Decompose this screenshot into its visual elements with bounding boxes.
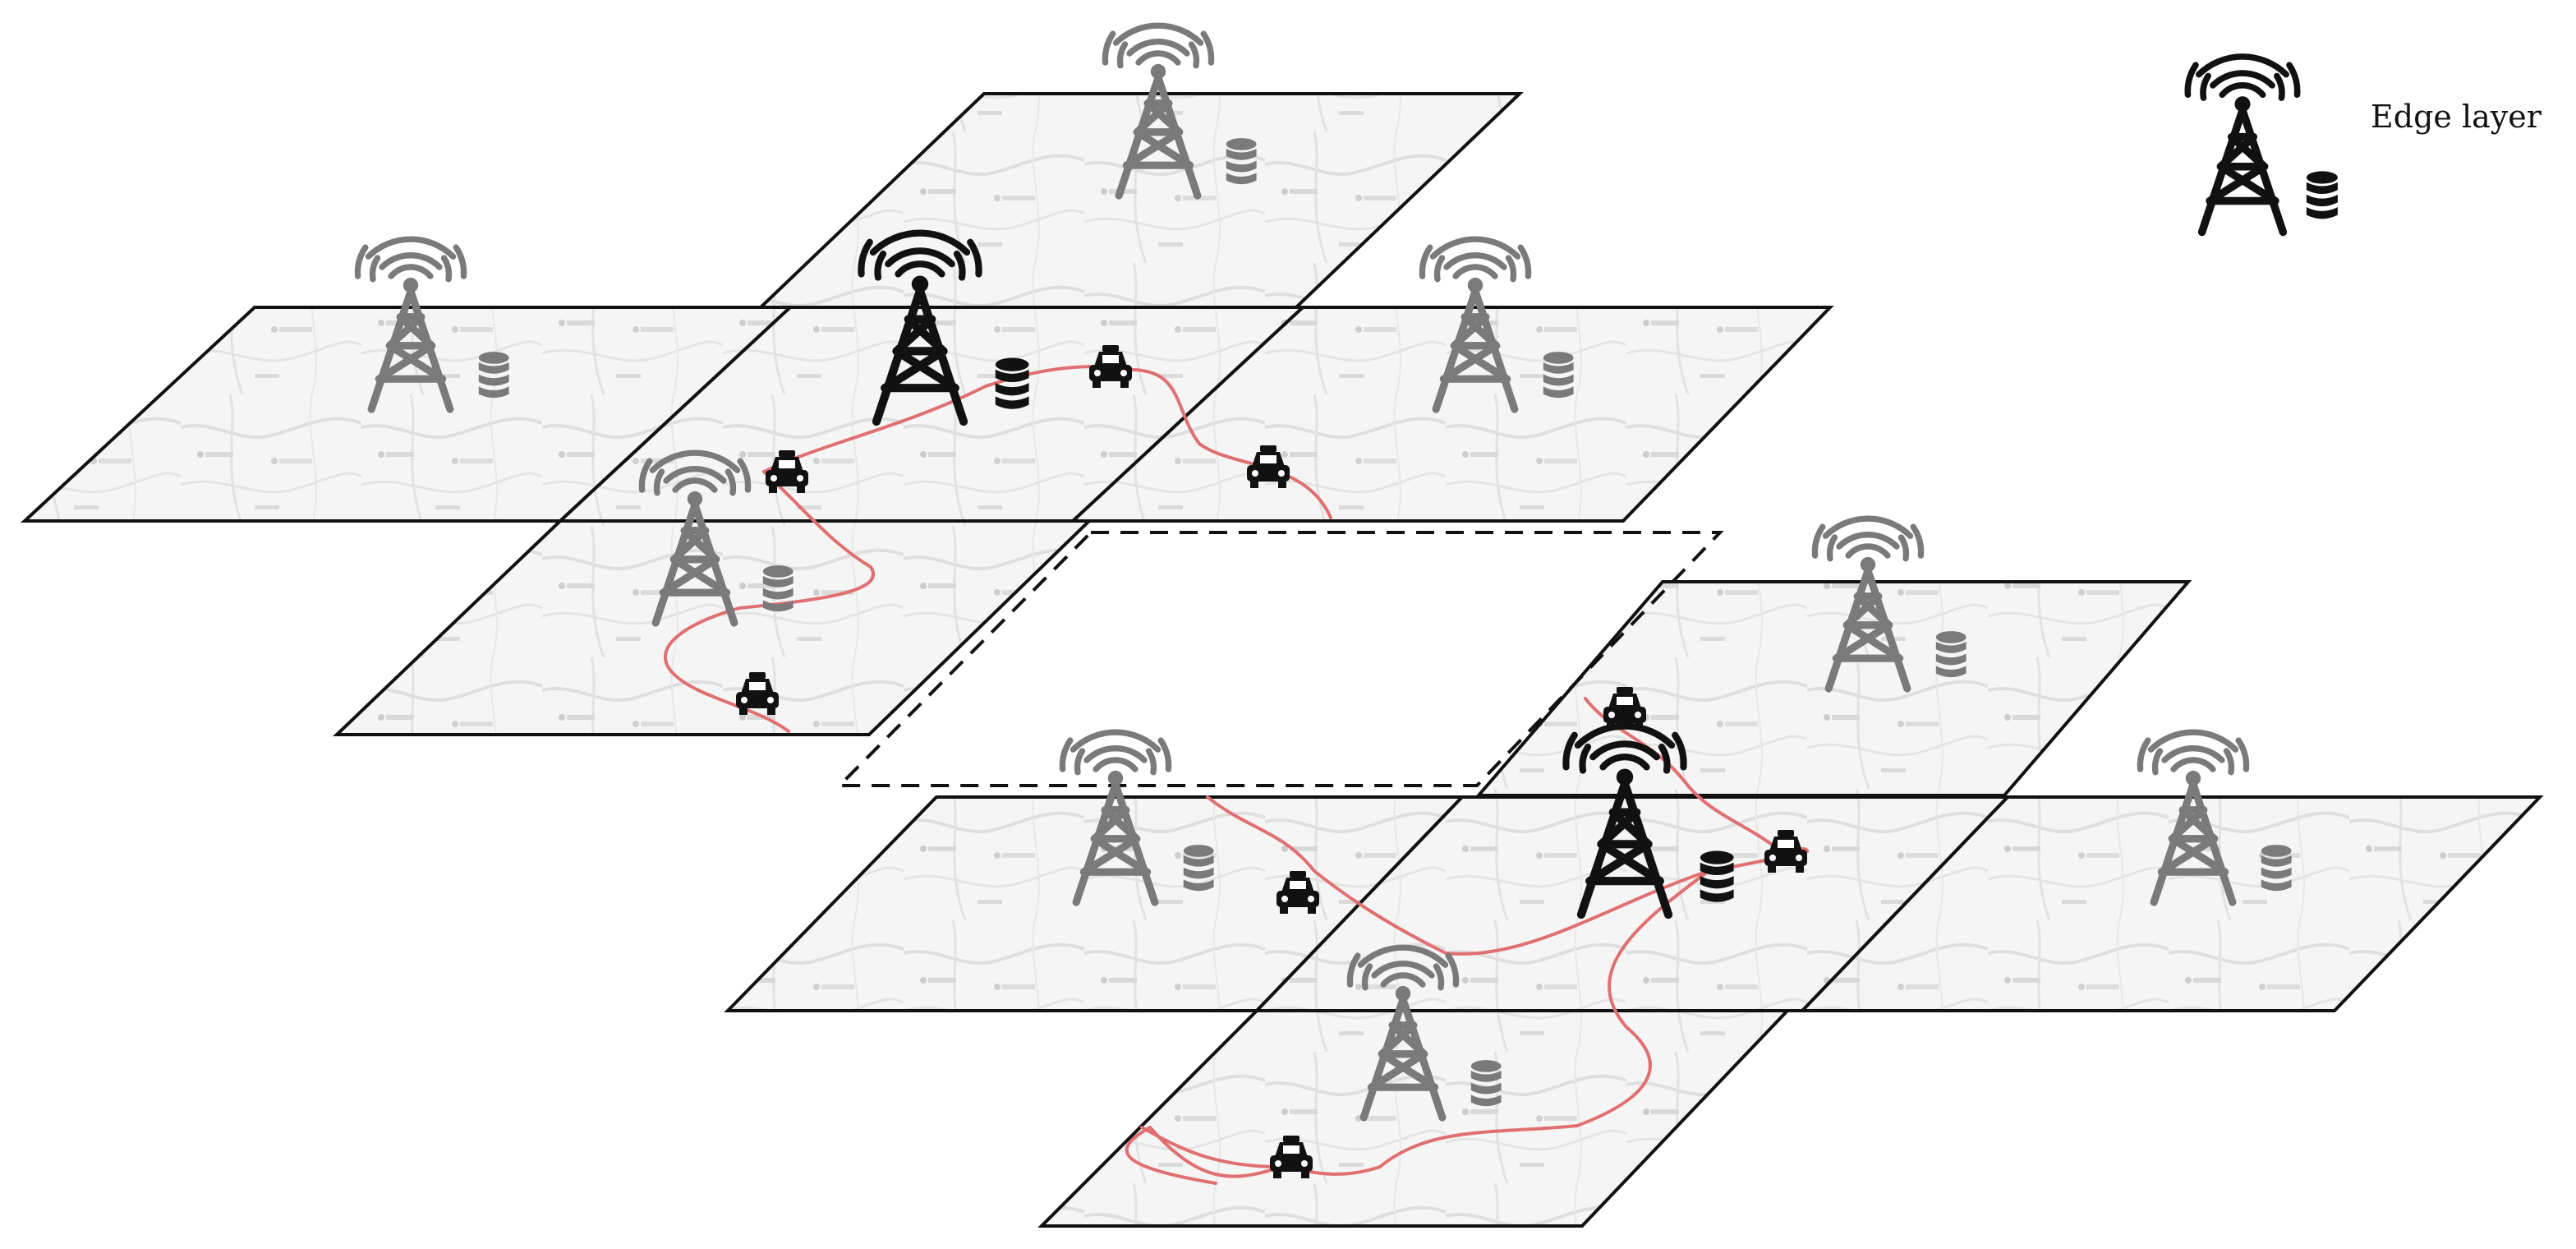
handover-zone-outline (835, 531, 1724, 787)
cell-tower-icon (2187, 57, 2297, 233)
map-tile-u-bottom (333, 519, 1093, 736)
legend-label: Edge layer (2371, 99, 2542, 135)
lower-cluster (724, 580, 2544, 1228)
trajectory-2 (663, 470, 875, 733)
upper-cluster (20, 92, 1834, 736)
map-tile-l-center (1253, 795, 2012, 1012)
database-icon (2306, 171, 2338, 219)
legend-icon (2187, 57, 2338, 233)
map-tile-l-bottom (1037, 1009, 1792, 1228)
trajectory-5 (1125, 869, 1710, 1185)
dashed-region (835, 531, 1724, 787)
trajectory-6 (1140, 1126, 1283, 1168)
